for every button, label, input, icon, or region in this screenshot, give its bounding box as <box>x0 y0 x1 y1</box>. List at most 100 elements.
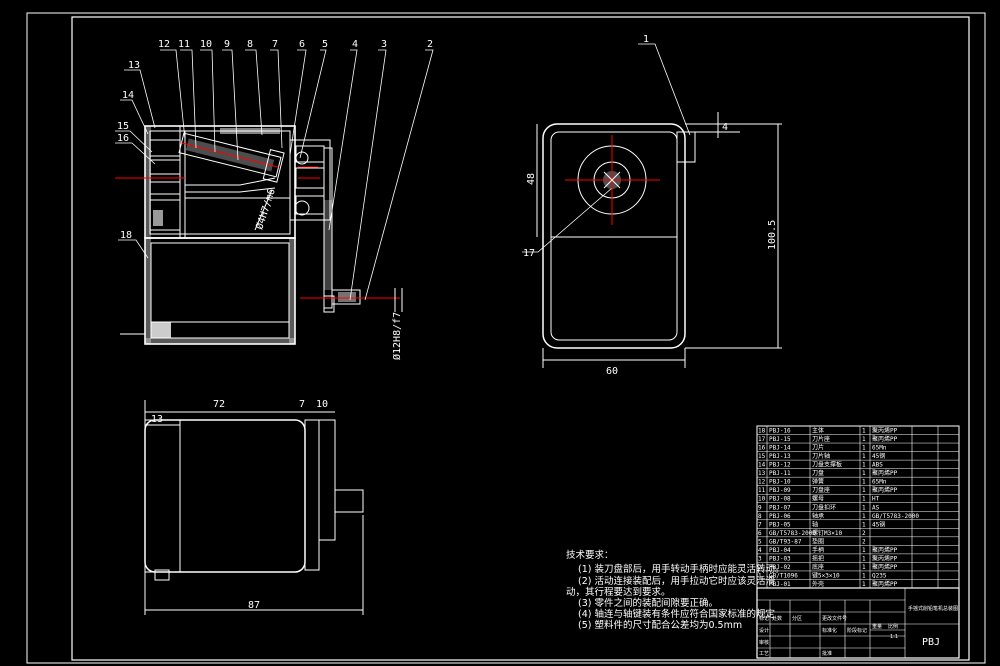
balloon-9: 9 <box>224 39 230 50</box>
tech-req-line: 动，其行程要达到要求。 <box>566 586 671 598</box>
bom-cell-mat: 45钢 <box>872 452 885 460</box>
bom-cell-no: 3 <box>758 555 762 562</box>
bom-cell-name: 键5×3×10 <box>812 571 840 579</box>
balloon-10: 10 <box>200 39 212 50</box>
balloon-2: 2 <box>427 39 433 50</box>
bom-cell-no: 2 <box>758 564 762 571</box>
bom-cell-name: 刀片轴 <box>812 452 830 460</box>
bom-cell-no: 9 <box>758 504 762 511</box>
bom-cell-name: 螺母 <box>812 495 824 503</box>
dim-side-13: 13 <box>151 414 163 425</box>
bom-cell-no: 5 <box>758 538 762 545</box>
balloon-4: 4 <box>352 39 358 50</box>
bom-cell-mat: 聚丙烯PP <box>872 469 898 477</box>
bom-cell-code: PBJ-13 <box>769 453 791 460</box>
bom-cell-name: 刀盘 <box>812 469 824 477</box>
balloon-17: 17 <box>523 248 535 259</box>
top-view <box>536 112 782 368</box>
tech-req-line: (2) 活动连接装配后，用手拉动它时应该灵活滑 <box>578 575 775 587</box>
side-view <box>144 400 364 615</box>
balloon-leaders <box>115 43 691 301</box>
bom-cell-mat: HT <box>872 496 880 503</box>
bom-cell-qty: 1 <box>862 436 866 443</box>
bom-cell-mat: 45钢 <box>872 520 885 528</box>
bom-cell-code: PBJ-03 <box>769 555 791 562</box>
bom-cell-qty: 1 <box>862 479 866 486</box>
bom-cell-code: PBJ-14 <box>769 445 791 452</box>
bom-cell-code: PBJ-15 <box>769 436 791 443</box>
bom-cell-name: 手柄 <box>812 546 824 554</box>
tech-req-line: (5) 塑料件的尺寸配合公差均为0.5mm <box>578 619 742 631</box>
bom-cell-name: 刀盘支撑板 <box>812 461 842 469</box>
bom-cell-name: 垫圈 <box>812 537 824 545</box>
drawing-code: PBJ <box>922 637 940 648</box>
bom-cell-mat: 65Mn <box>872 479 887 486</box>
bom-cell-mat: 聚丙烯PP <box>872 427 898 435</box>
dim-side-10: 10 <box>316 399 328 410</box>
balloon-5: 5 <box>322 39 328 50</box>
bom-cell-no: 10 <box>758 496 766 503</box>
balloon-11: 11 <box>178 39 190 50</box>
bom-cell-no: 11 <box>758 487 766 494</box>
bom-cell-no: 12 <box>758 479 766 486</box>
bom-cell-qty: 1 <box>862 470 866 477</box>
bom-cell-code: PBJ-08 <box>769 496 791 503</box>
tech-req-line: (4) 轴连与轴键装有条件应符合国家标准的规定 <box>578 608 775 620</box>
bom-cell-no: 6 <box>758 530 762 537</box>
bom-cell-qty: 2 <box>862 538 866 545</box>
bom-cell-code: PBJ-07 <box>769 504 791 511</box>
bom-cell-qty: 1 <box>862 581 866 588</box>
bom-cell-code: PBJ-02 <box>769 564 791 571</box>
title-label-craft: 工艺 <box>759 651 769 657</box>
bom-cell-no: 13 <box>758 470 766 477</box>
bom-cell-no: 14 <box>758 462 766 469</box>
dim-width-60: 60 <box>606 366 618 377</box>
balloon-14: 14 <box>122 90 134 101</box>
bom-cell-code: PBJ-04 <box>769 547 791 554</box>
bom-cell-qty: 1 <box>862 504 866 511</box>
balloon-12: 12 <box>158 39 170 50</box>
bom-cell-qty: 1 <box>862 487 866 494</box>
dim-side-7: 7 <box>299 399 305 410</box>
dim-height-48: 48 <box>526 173 537 185</box>
bom-cell-qty: 1 <box>862 555 866 562</box>
bom-cell-mat: 聚丙烯PP <box>872 554 898 562</box>
bom-cell-code: GB/T93-87 <box>769 538 802 545</box>
bom-cell-mat: 聚丙烯PP <box>872 546 898 554</box>
drawing-name: 手摇式削铅笔机总装图 <box>908 605 958 612</box>
bom-cell-code: PBJ-09 <box>769 487 791 494</box>
outer-frame <box>26 12 986 664</box>
bom-cell-code: PBJ-06 <box>769 513 791 520</box>
bom-cell-mat: 65Mn <box>872 445 887 452</box>
title-label-zone: 分区 <box>792 615 802 622</box>
balloon-15: 15 <box>117 121 129 132</box>
bom-cell-qty: 1 <box>862 496 866 503</box>
bom-cell-qty: 1 <box>862 513 866 520</box>
bom-cell-name: 刀片座 <box>812 435 830 443</box>
section-view <box>115 125 403 345</box>
bom-cell-qty: 1 <box>862 428 866 435</box>
bom-cell-qty: 1 <box>862 547 866 554</box>
title-label-design: 设计 <box>759 627 769 634</box>
bom-cell-name: 刀盘扣环 <box>812 503 836 511</box>
balloon-6: 6 <box>299 39 305 50</box>
title-label-mark: 标记 <box>759 615 769 622</box>
bom-cell-mat: AS <box>872 504 880 511</box>
bom-cell-no: 18 <box>758 428 766 435</box>
dim-height-100: 100.5 <box>767 220 778 250</box>
dim-side-87: 87 <box>248 600 260 611</box>
title-label-count: 处数 <box>772 615 782 622</box>
bom-cell-no: 4 <box>758 547 762 554</box>
balloon-18: 18 <box>120 230 132 241</box>
bom-cell-code: PBJ-05 <box>769 521 791 528</box>
bom-cell-name: 轴 <box>812 520 818 528</box>
bom-cell-name: 摇把 <box>812 554 824 562</box>
bom-cell-code: PBJ-10 <box>769 479 791 486</box>
balloon-8: 8 <box>247 39 253 50</box>
bom-cell-qty: 1 <box>862 453 866 460</box>
bom-cell-mat: Q235 <box>872 572 887 579</box>
balloon-3: 3 <box>381 39 387 50</box>
